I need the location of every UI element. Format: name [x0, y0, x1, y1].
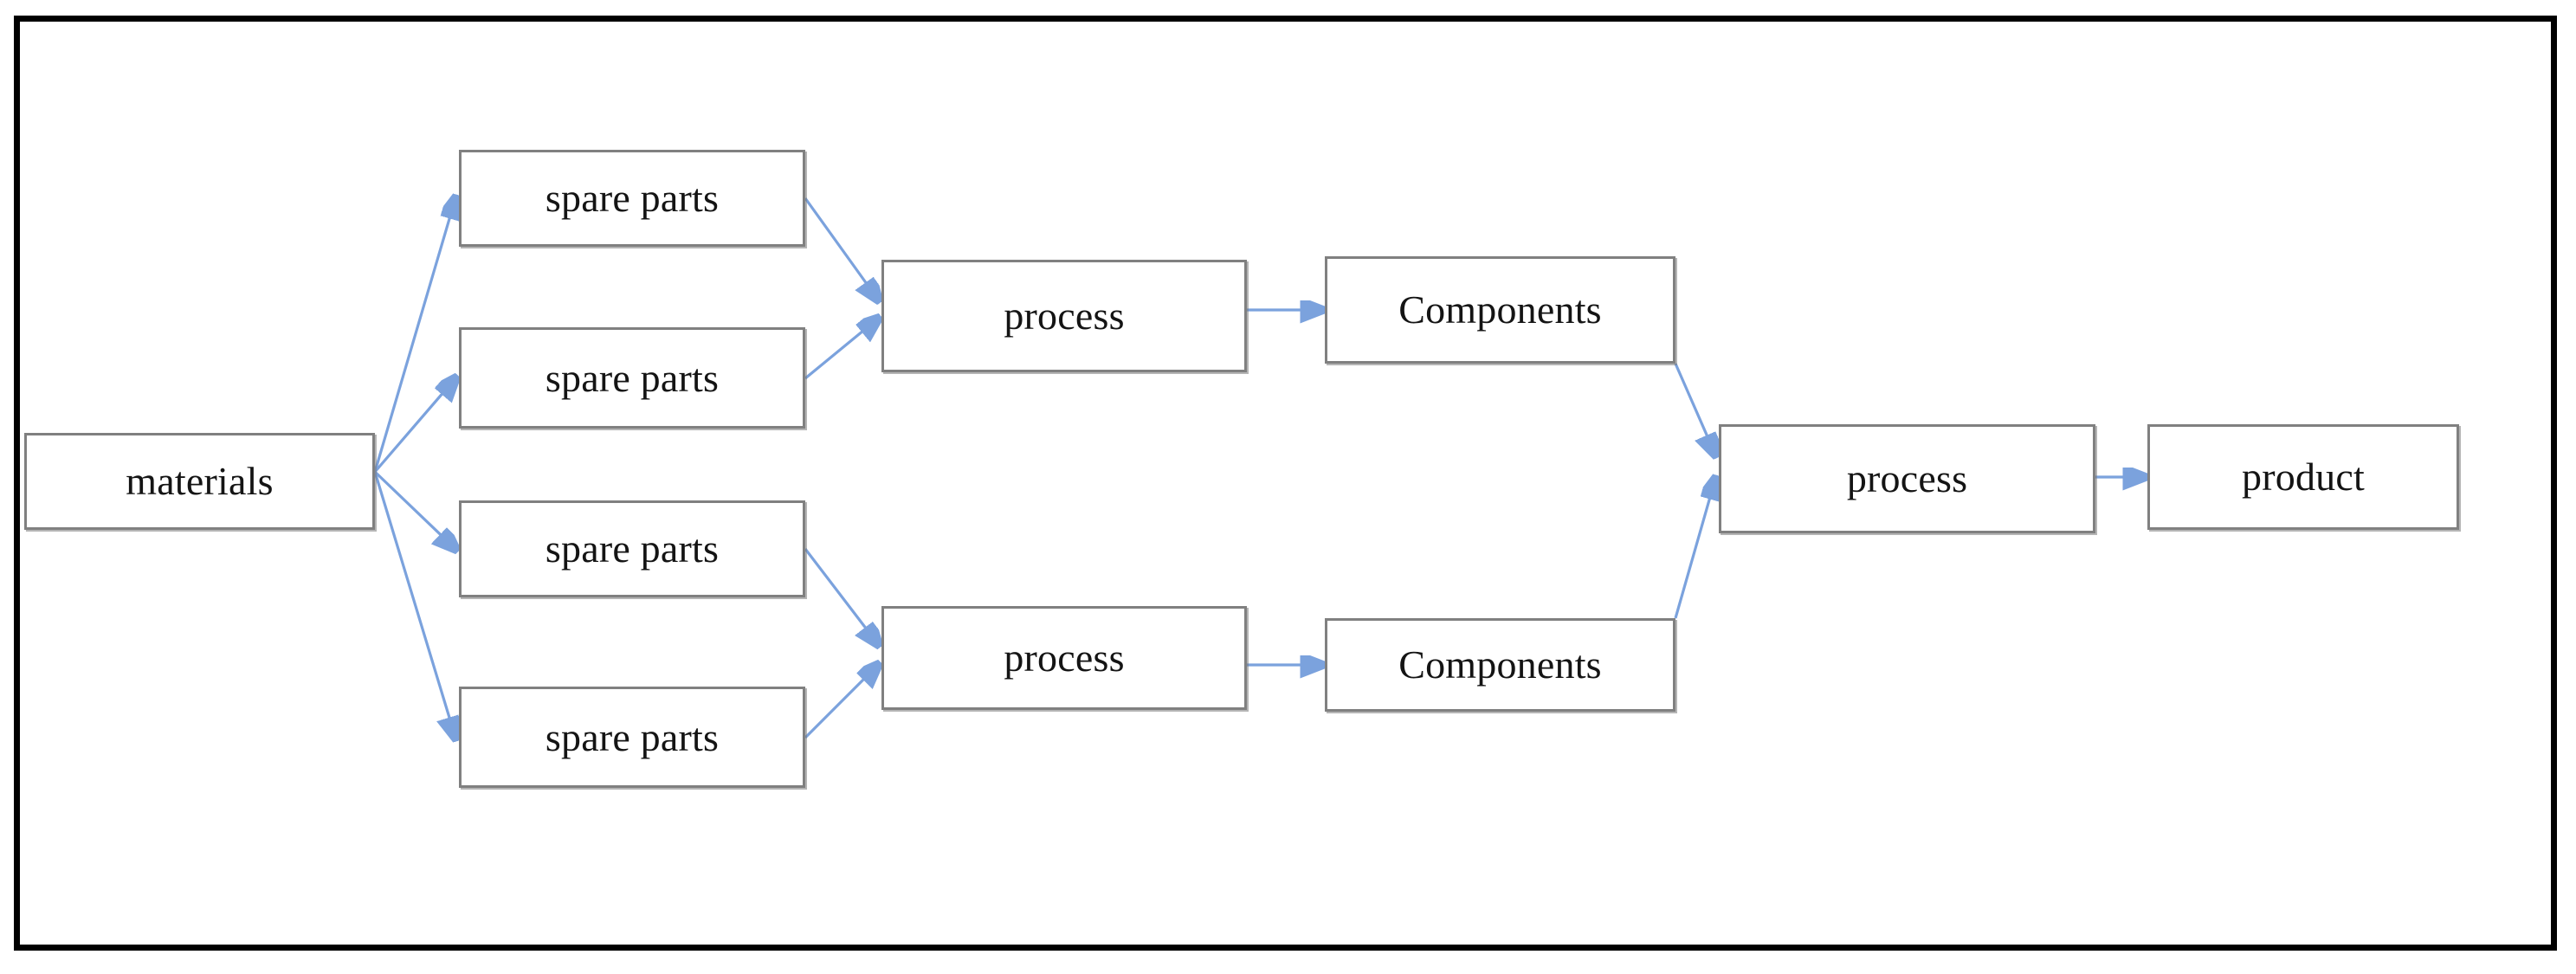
- node-process_top[interactable]: process: [881, 260, 1247, 372]
- edge-comp_top-to-process_right: [1674, 363, 1715, 455]
- edge-spare1-to-process_top: [804, 197, 878, 300]
- edge-materials-to-spare3: [373, 470, 455, 549]
- node-label-spare4: spare parts: [545, 714, 720, 759]
- edge-spare2-to-process_top: [804, 319, 878, 380]
- edge-spare3-to-process_bot: [804, 548, 878, 644]
- edge-spare4-to-process_bot: [804, 665, 878, 739]
- node-product[interactable]: product: [2147, 424, 2459, 530]
- node-label-spare1: spare parts: [545, 176, 720, 220]
- node-spare1[interactable]: spare parts: [459, 150, 805, 247]
- node-label-process_right: process: [1846, 456, 1968, 500]
- node-spare2[interactable]: spare parts: [459, 327, 805, 429]
- node-label-comp_bot: Components: [1398, 642, 1602, 687]
- node-label-spare2: spare parts: [545, 355, 720, 400]
- edge-materials-to-spare4: [373, 471, 455, 738]
- node-label-spare3: spare parts: [545, 526, 720, 571]
- node-label-product: product: [2242, 455, 2365, 499]
- node-materials[interactable]: materials: [24, 433, 375, 530]
- node-comp_top[interactable]: Components: [1325, 256, 1675, 364]
- node-spare4[interactable]: spare parts: [459, 687, 805, 788]
- edge-group: [373, 197, 2144, 739]
- node-comp_bot[interactable]: Components: [1325, 618, 1675, 712]
- node-spare3[interactable]: spare parts: [459, 500, 805, 597]
- node-process_bot[interactable]: process: [881, 606, 1247, 710]
- edge-comp_bot-to-process_right: [1674, 479, 1715, 619]
- edge-materials-to-spare1: [373, 198, 455, 473]
- node-process_right[interactable]: process: [1719, 424, 2095, 533]
- edge-materials-to-spare2: [373, 378, 455, 474]
- node-label-comp_top: Components: [1398, 287, 1602, 332]
- node-label-process_bot: process: [1004, 635, 1125, 680]
- node-label-process_top: process: [1004, 293, 1125, 338]
- node-label-materials: materials: [126, 459, 274, 503]
